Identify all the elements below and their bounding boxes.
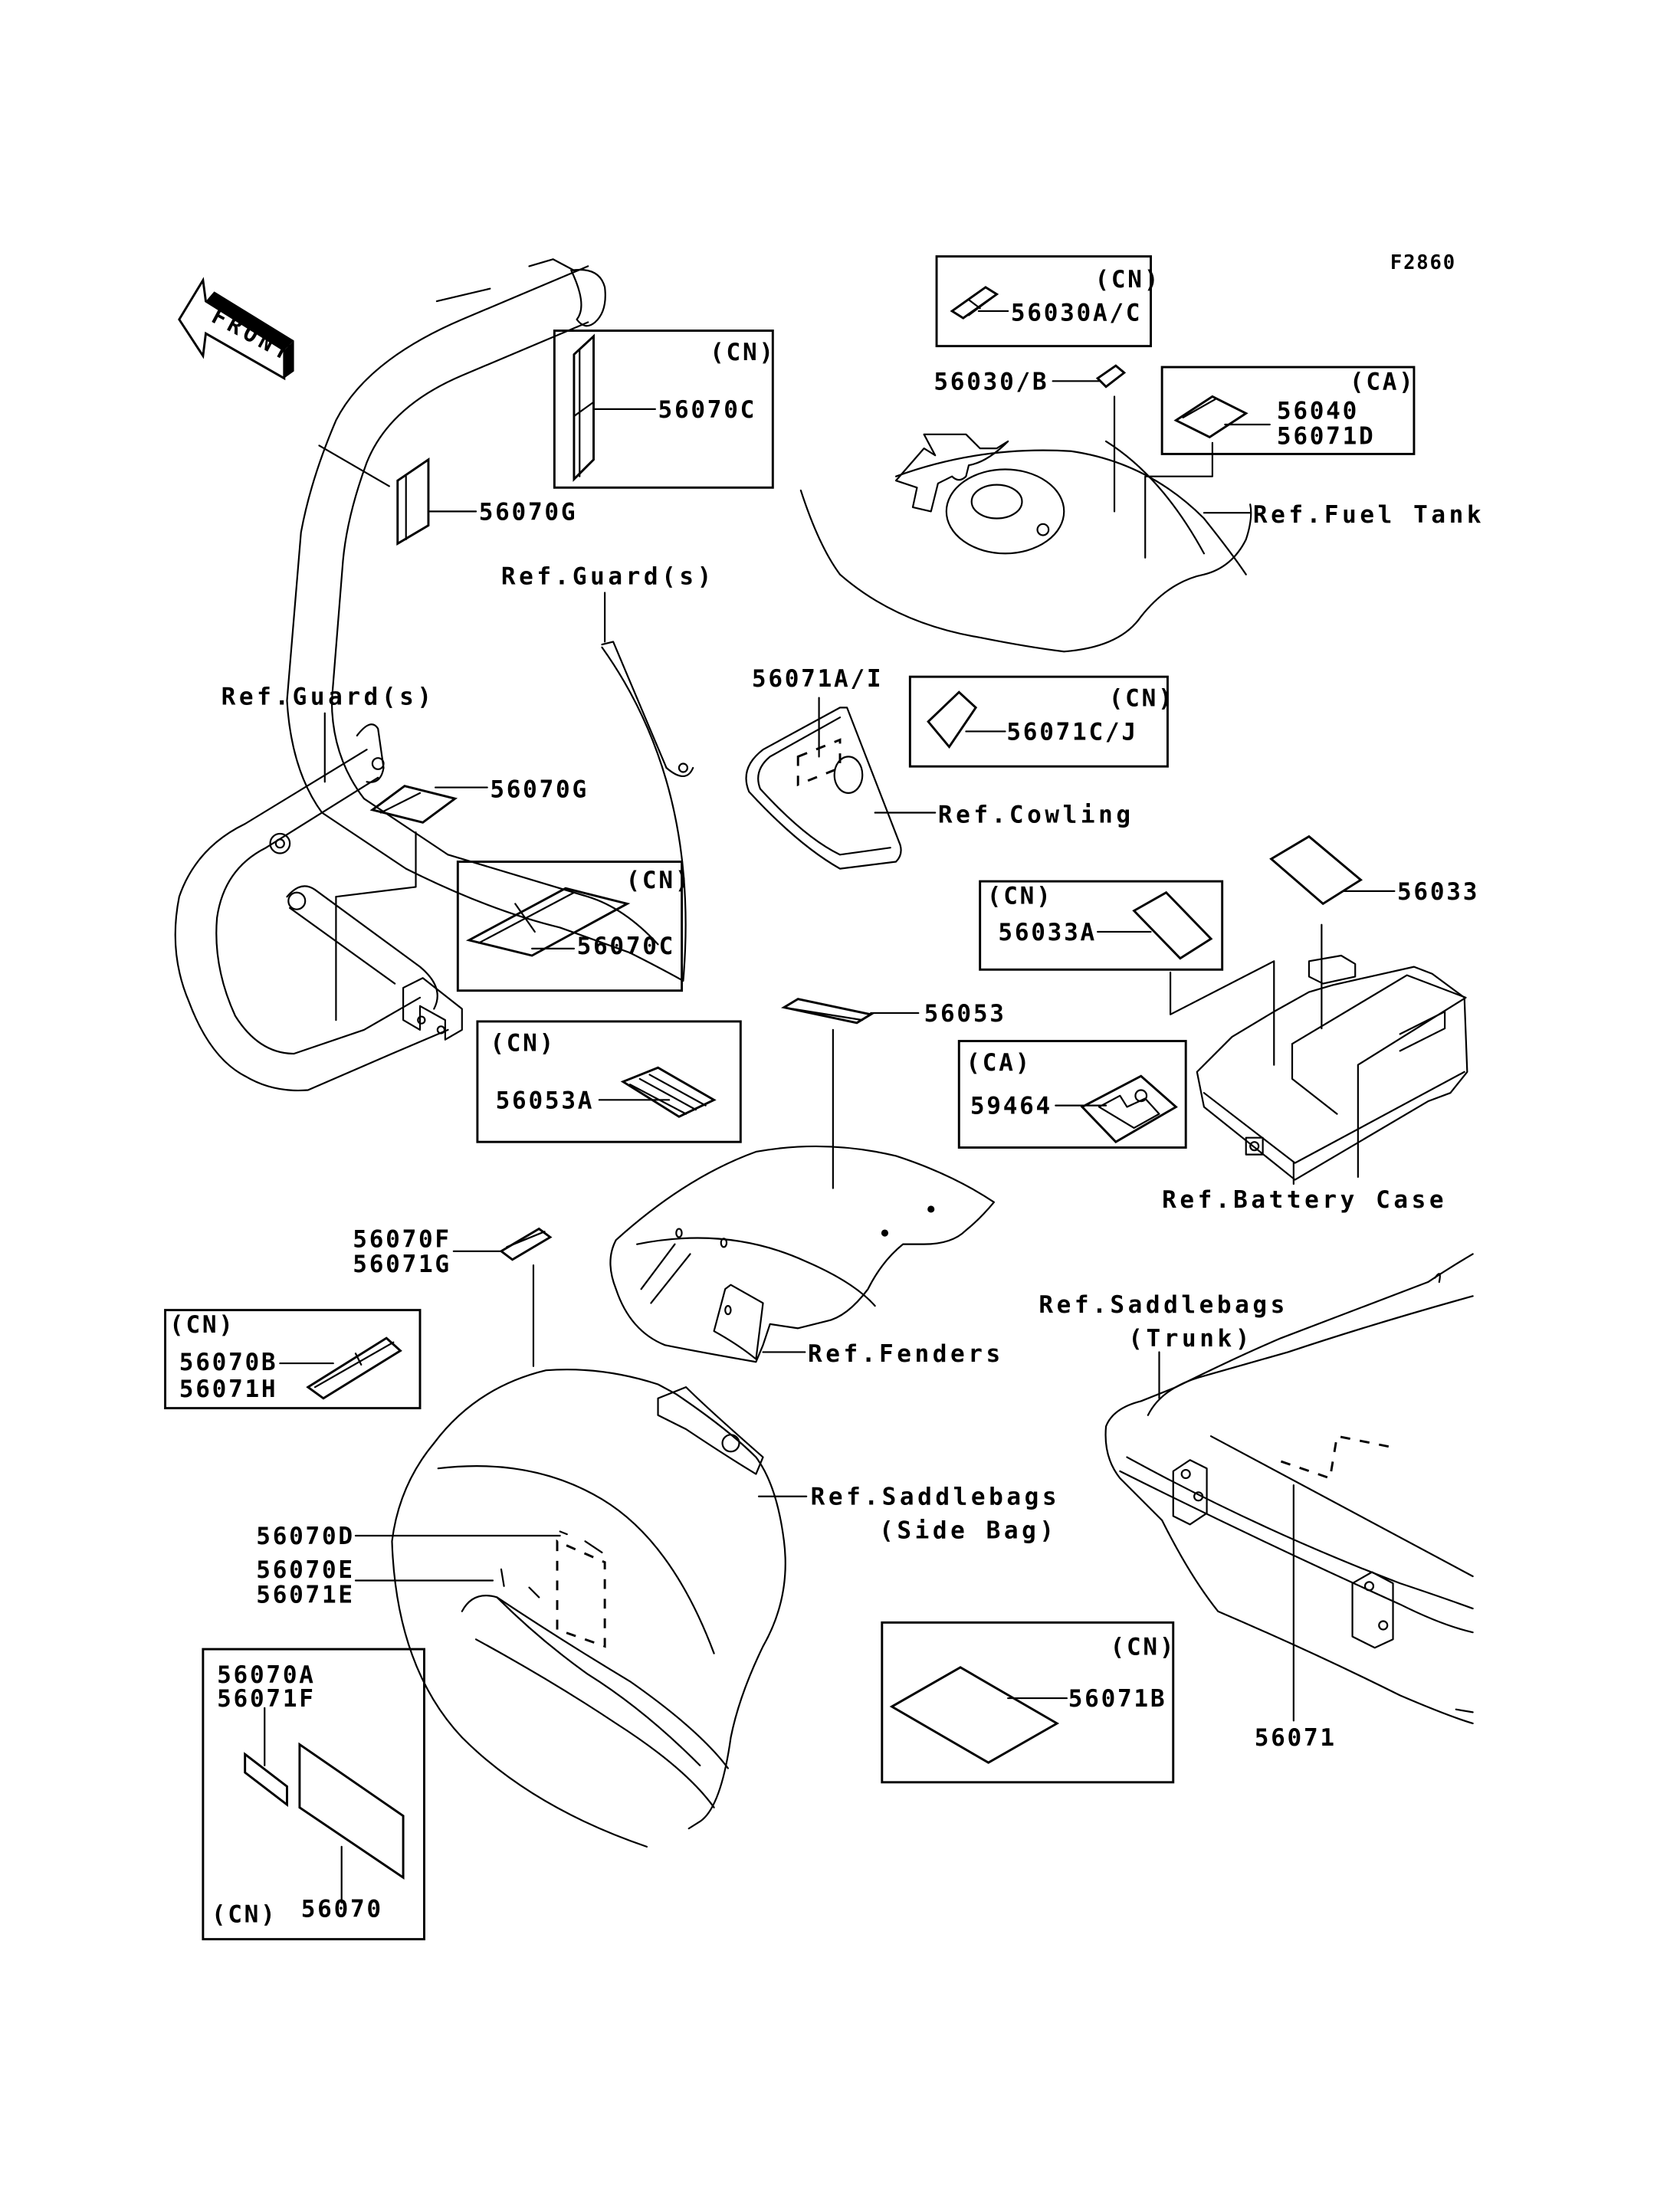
box-56040-56071D	[1160, 366, 1416, 455]
part-label-56071H: 56071H	[179, 1376, 278, 1403]
ref-label-fuel-tank: Ref.Fuel Tank	[1253, 501, 1485, 529]
part-label-56071E: 56071E	[256, 1582, 355, 1609]
part-label-56070F: 56070F	[353, 1225, 451, 1253]
part-label-56070A: 56070A	[217, 1661, 316, 1689]
front-arrow-icon: FRONT	[178, 277, 298, 381]
box-56070C-mid	[456, 861, 684, 992]
part-label-56070B: 56070B	[179, 1349, 278, 1376]
region-label-cn: (CN)	[987, 882, 1053, 910]
box-56033A	[979, 880, 1224, 971]
part-label-56070G-top: 56070G	[479, 498, 578, 526]
box-56070B-56071H	[164, 1309, 422, 1410]
cowling-drawing	[745, 707, 937, 870]
ref-label-battery-case: Ref.Battery Case	[1162, 1186, 1447, 1214]
fenders-drawing	[609, 1145, 996, 1363]
box-56070A-56071F-56070	[202, 1648, 425, 1941]
part-label-56071CJ: 56071C/J	[1006, 718, 1137, 746]
box-59464	[957, 1040, 1187, 1149]
part-label-56071: 56071	[1255, 1724, 1337, 1752]
region-label-cn: (CN)	[169, 1311, 235, 1339]
part-label-56070C-top: 56070C	[658, 396, 757, 424]
part-label-56040: 56040	[1277, 398, 1359, 425]
decal-56070F-56071G	[452, 1227, 553, 1367]
region-label-cn: (CN)	[490, 1029, 556, 1057]
decal-56070G-mid	[335, 785, 488, 1021]
region-label-ca: (CA)	[966, 1049, 1032, 1077]
guard-top-drawing	[286, 258, 694, 982]
ref-label-saddlebags-side: Ref.Saddlebags	[811, 1484, 1060, 1511]
part-label-56071AI: 56071A/I	[752, 665, 883, 693]
region-label-cn: (CN)	[710, 339, 776, 366]
box-56071CJ	[908, 675, 1169, 768]
decal-56033	[1269, 835, 1396, 1030]
part-label-56053A: 56053A	[496, 1087, 595, 1114]
decal-56053	[780, 998, 920, 1189]
battery-case-drawing	[1196, 954, 1468, 1185]
part-label-56070C-mid: 56070C	[577, 933, 676, 960]
part-label-56070D: 56070D	[256, 1523, 355, 1550]
part-label-59464: 59464	[970, 1093, 1052, 1120]
part-label-56071F: 56071F	[217, 1685, 316, 1713]
part-label-56053: 56053	[924, 1000, 1006, 1028]
part-label-56071G: 56071G	[353, 1251, 451, 1278]
region-label-cn: (CN)	[212, 1901, 277, 1929]
part-label-56070E: 56070E	[256, 1556, 355, 1584]
trunk-drawing	[1104, 1253, 1474, 1725]
box-56053A	[476, 1020, 742, 1143]
fuel-tank-drawing	[799, 433, 1252, 653]
part-label-56030B: 56030/B	[934, 368, 1048, 395]
part-label-56033: 56033	[1397, 878, 1479, 906]
box-56030AC	[935, 255, 1152, 348]
ref-label-saddlebags-side-sub: (Side Bag)	[879, 1517, 1057, 1545]
region-label-cn: (CN)	[1109, 685, 1175, 713]
ref-label-guard-top: Ref.Guard(s)	[501, 562, 715, 590]
decal-56070G-top	[318, 444, 477, 546]
box-56071B	[881, 1621, 1175, 1784]
part-label-56033A: 56033A	[998, 919, 1097, 946]
ref-label-saddlebags-trunk-sub: (Trunk)	[1128, 1325, 1253, 1353]
region-label-cn: (CN)	[1111, 1633, 1176, 1661]
box-56070C-top	[553, 330, 774, 489]
region-label-cn: (CN)	[1094, 266, 1160, 293]
part-label-56070: 56070	[301, 1895, 383, 1923]
ref-label-fenders: Ref.Fenders	[808, 1340, 1004, 1368]
figure-code: F2860	[1390, 251, 1456, 274]
region-label-cn: (CN)	[626, 867, 692, 894]
ref-label-guard-left: Ref.Guard(s)	[221, 684, 435, 711]
ref-label-saddlebags-trunk: Ref.Saddlebags	[1039, 1291, 1288, 1319]
part-label-56071D: 56071D	[1277, 423, 1376, 451]
decal-56030B	[1095, 364, 1127, 389]
part-label-56030AC: 56030A/C	[1011, 300, 1142, 327]
region-label-ca: (CA)	[1350, 368, 1416, 395]
side-bag-drawing	[391, 1369, 808, 1848]
part-label-56070G-mid: 56070G	[490, 776, 589, 803]
part-label-56071B: 56071B	[1068, 1685, 1167, 1713]
ref-label-cowling: Ref.Cowling	[938, 801, 1134, 828]
guard-left-drawing	[174, 723, 463, 1092]
